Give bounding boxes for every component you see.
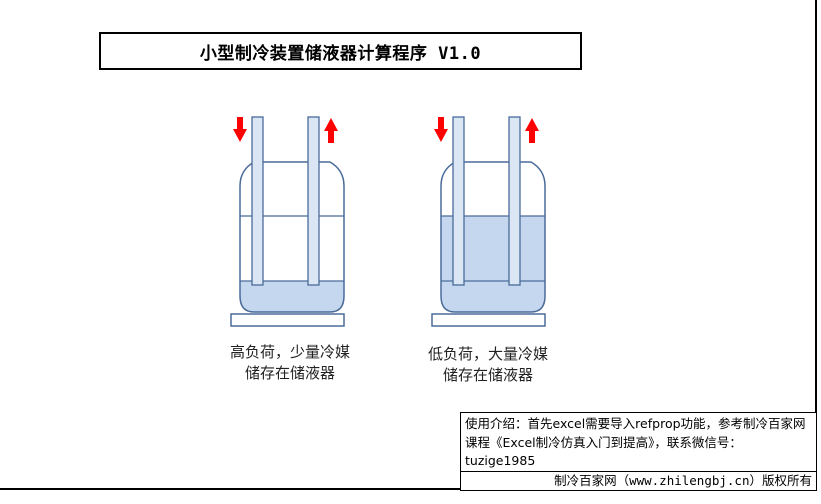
outlet-tube: [508, 116, 521, 286]
arrow-up-icon: [525, 118, 539, 143]
copyright-notice: 制冷百家网（www.zhilengbj.cn）版权所有: [460, 472, 817, 491]
arrow-up-icon: [324, 118, 338, 143]
caption-line: 高负荷，少量冷媒: [229, 343, 350, 361]
receiver-base: [431, 313, 546, 327]
inlet-tube: [452, 116, 465, 286]
caption-line: 低负荷，大量冷媒: [427, 345, 548, 363]
inlet-tube: [251, 116, 264, 286]
caption-high-load: 高负荷，少量冷媒 储存在储液器: [205, 342, 375, 384]
caption-low-load: 低负荷，大量冷媒 储存在储液器: [403, 344, 573, 386]
caption-line: 储存在储液器: [244, 364, 335, 382]
receiver-vessel: [239, 161, 345, 313]
usage-intro: 使用介绍：首先excel需要导入refprop功能，参考制冷百家网课程《Exce…: [460, 412, 817, 472]
receiver-high-load: [230, 116, 345, 327]
outlet-tube: [307, 116, 320, 286]
receiver-vessel: [440, 161, 546, 313]
arrow-down-icon: [434, 117, 448, 142]
receiver-base: [230, 313, 345, 327]
sheet-frame: [0, 0, 817, 490]
receiver-low-load: [431, 116, 546, 327]
page-title: 小型制冷装置储液器计算程序 V1.0: [199, 43, 482, 64]
title-box: 小型制冷装置储液器计算程序 V1.0: [99, 32, 582, 70]
arrow-down-icon: [233, 117, 247, 142]
liquid-refrigerant: [240, 281, 344, 312]
caption-line: 储存在储液器: [442, 366, 533, 384]
